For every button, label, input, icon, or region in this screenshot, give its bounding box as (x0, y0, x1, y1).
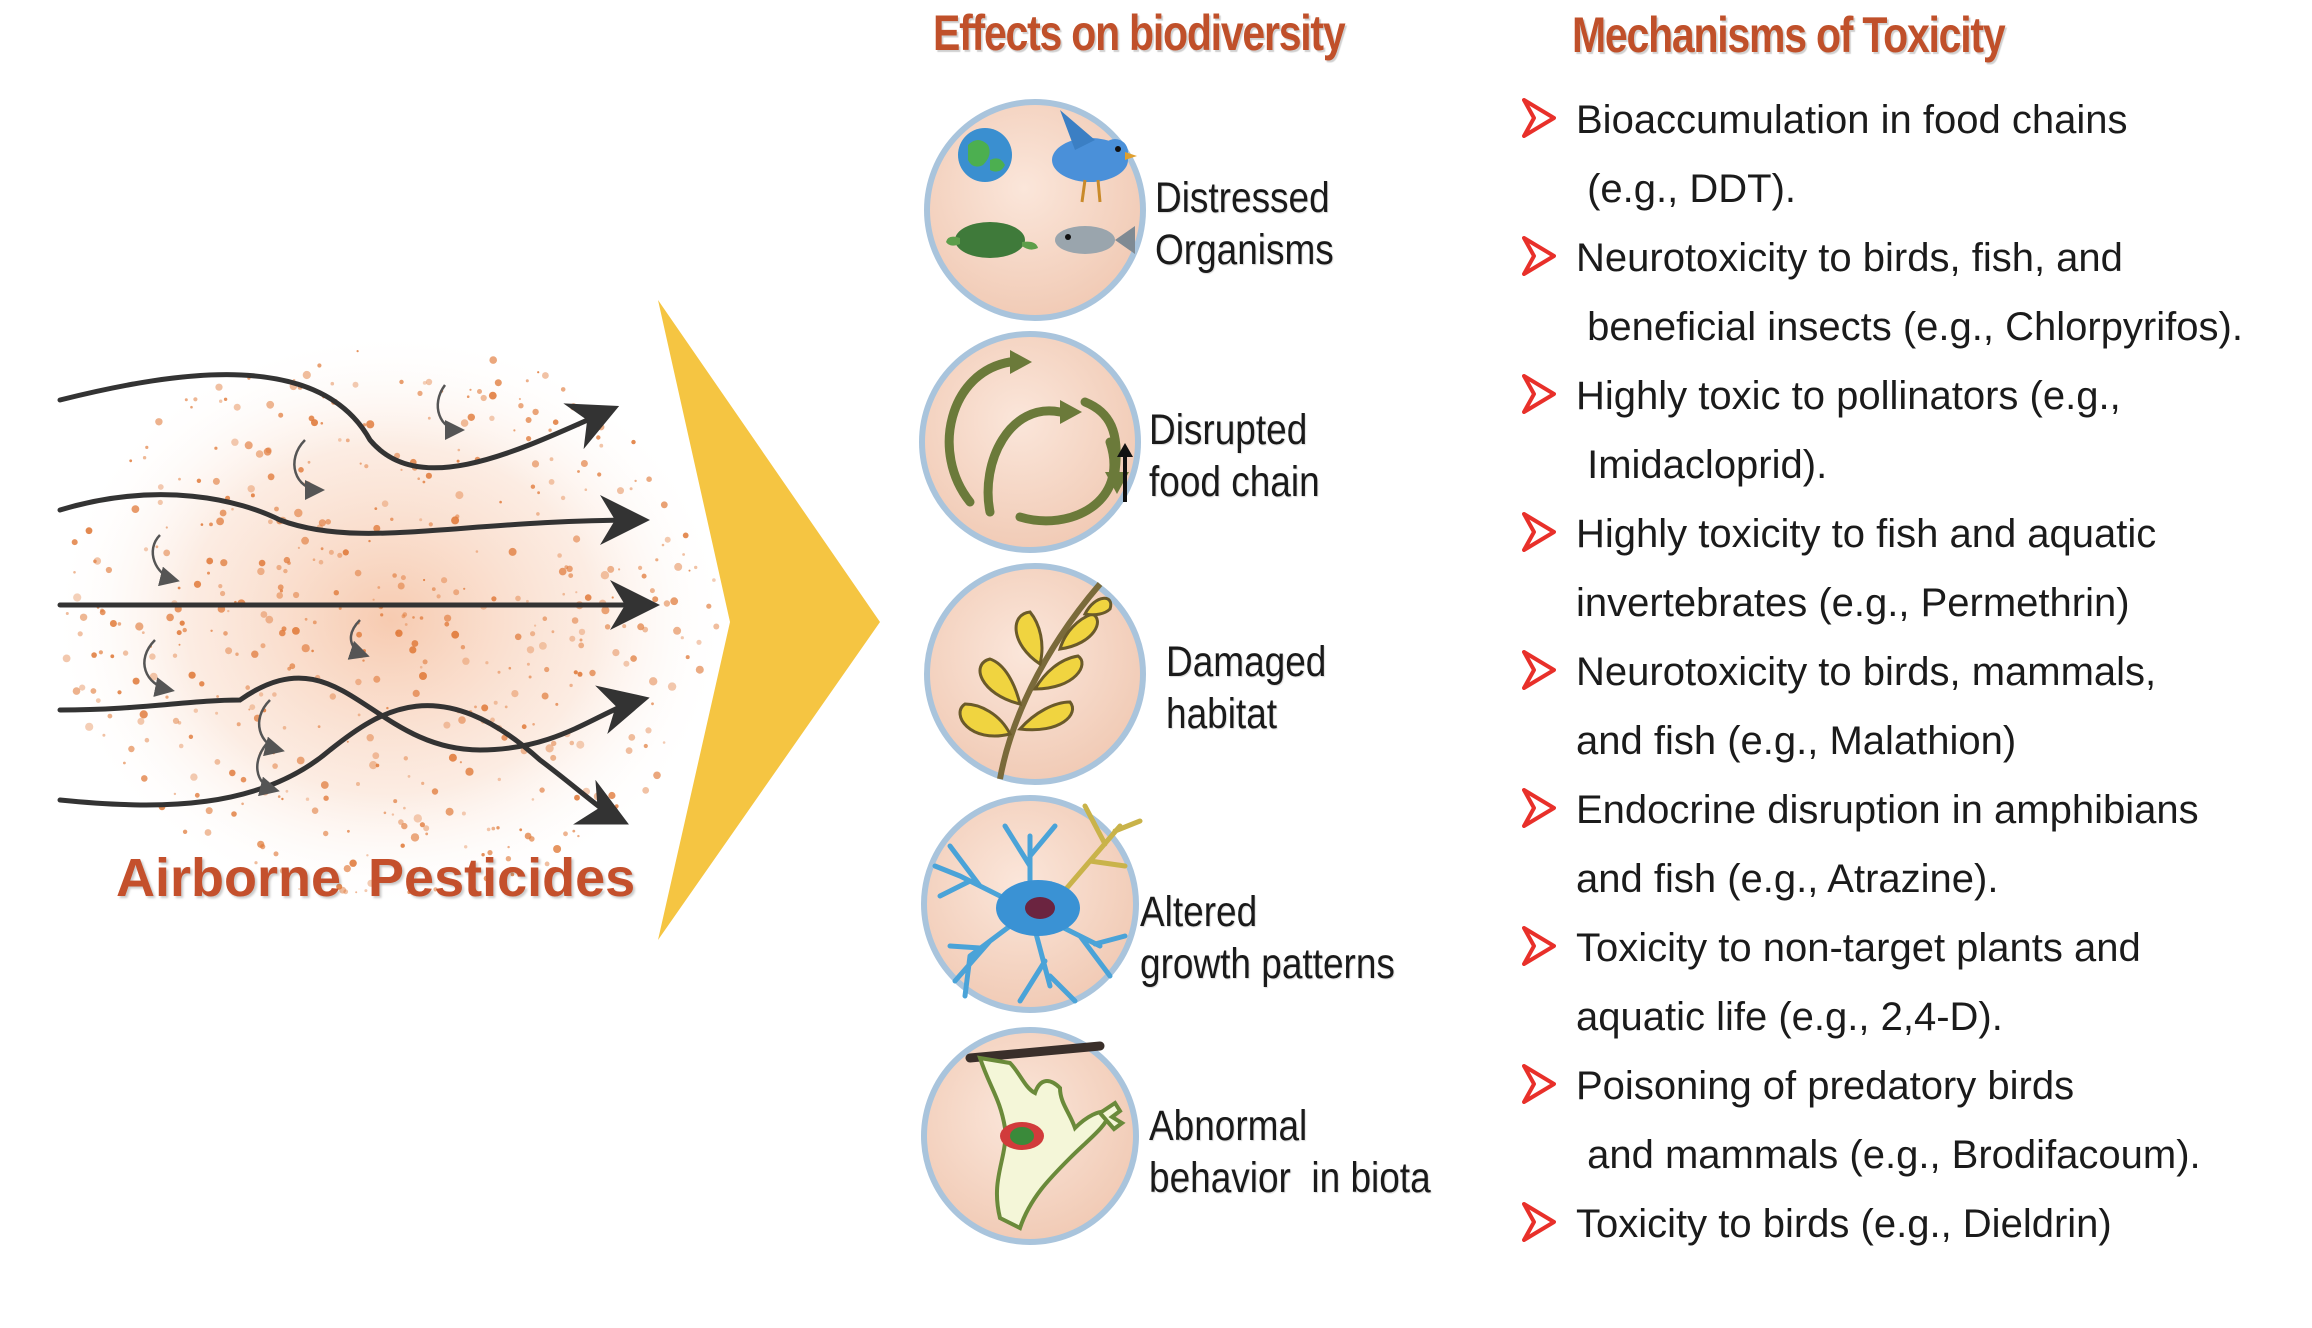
mechanism-item: Neurotoxicity to birds, fish, and benefi… (1516, 224, 2306, 362)
pesticide-cloud-graphic (50, 330, 730, 910)
mechanism-line: and fish (e.g., Malathion) (1576, 719, 2017, 763)
mechanism-line: invertebrates (e.g., Permethrin) (1576, 581, 2130, 625)
wind-flow-arrows (57, 372, 660, 825)
mechanism-item: Toxicity to birds (e.g., Dieldrin) (1516, 1190, 2306, 1328)
mechanism-item: Highly toxicity to fish and aquatic inver… (1516, 500, 2306, 638)
effects-icon-column (919, 99, 1146, 1245)
mechanism-line: Bioaccumulation in food chains (1576, 98, 2128, 142)
mechanism-text: Toxicity to non-target plants and aquatic… (1576, 914, 2141, 1052)
effects-heading: Effects on biodiversity (933, 5, 1346, 61)
mechanism-item: Toxicity to non-target plants and aquatic… (1516, 914, 2306, 1052)
mechanisms-heading: Mechanisms of Toxicity (1572, 7, 2006, 63)
bullet-arrow-icon (1522, 650, 1556, 690)
neuron-cell-icon (921, 795, 1143, 1013)
mechanism-line: Neurotoxicity to birds, fish, and (1576, 236, 2123, 280)
mechanism-item: Poisoning of predatory birds and mammals… (1516, 1052, 2306, 1190)
mechanism-line: and mammals (e.g., Brodifacoum). (1576, 1133, 2201, 1177)
pesticide-biodiversity-diagram: Airborne Pesticides Effects on biodivers… (50, 5, 2243, 1246)
bullet-arrow-icon (1522, 788, 1556, 828)
mechanism-item: Highly toxic to pollinators (e.g., Imida… (1516, 362, 2306, 500)
mechanisms-list: Bioaccumulation in food chains (e.g., DD… (1516, 86, 2306, 1328)
mechanism-line: Imidacloprid). (1576, 443, 1828, 487)
organisms-icon (924, 99, 1146, 321)
mechanism-line: Toxicity to birds (e.g., Dieldrin) (1576, 1202, 2112, 1246)
mechanism-line: Highly toxic to pollinators (e.g., (1576, 374, 2121, 418)
mechanism-text: Endocrine disruption in amphibians and fi… (1576, 776, 2199, 914)
mechanism-text: Highly toxicity to fish and aquatic inver… (1576, 500, 2156, 638)
mechanism-line: Neurotoxicity to birds, mammals, (1576, 650, 2157, 694)
mechanism-line: beneficial insects (e.g., Chlorpyrifos). (1576, 305, 2243, 349)
mechanism-text: Poisoning of predatory birds and mammals… (1576, 1052, 2201, 1190)
airborne-pesticides-label: Airborne Pesticides (116, 848, 636, 908)
bullet-arrow-icon (1522, 926, 1556, 966)
mechanism-text: Toxicity to birds (e.g., Dieldrin) (1576, 1190, 2112, 1259)
mechanism-item: Endocrine disruption in amphibians and fi… (1516, 776, 2306, 914)
bullet-arrow-icon (1522, 512, 1556, 552)
mechanism-text: Highly toxic to pollinators (e.g., Imida… (1576, 362, 2121, 500)
mechanism-text: Neurotoxicity to birds, fish, and benefi… (1576, 224, 2243, 362)
bullet-arrow-icon (1522, 374, 1556, 414)
mechanism-line: aquatic life (e.g., 2,4-D). (1576, 995, 2003, 1039)
impact-funnel-triangle (658, 300, 880, 940)
turbulence-swirls (143, 384, 465, 797)
mechanism-item: Bioaccumulation in food chains (e.g., DD… (1516, 86, 2306, 224)
frog-icon (921, 1027, 1139, 1245)
bullet-arrow-icon (1522, 98, 1556, 138)
mechanism-line: (e.g., DDT). (1576, 167, 1797, 211)
mechanism-line: and fish (e.g., Atrazine). (1576, 857, 1999, 901)
bullet-arrow-icon (1522, 1064, 1556, 1104)
damaged-plant-icon (924, 563, 1146, 785)
bullet-arrow-icon (1522, 236, 1556, 276)
mechanism-item: Neurotoxicity to birds, mammals, and fish… (1516, 638, 2306, 776)
mechanism-line: Toxicity to non-target plants and (1576, 926, 2141, 970)
mechanism-line: Endocrine disruption in amphibians (1576, 788, 2199, 832)
food-chain-cycle-icon (919, 331, 1141, 553)
mechanism-text: Bioaccumulation in food chains (e.g., DD… (1576, 86, 2127, 224)
mechanism-text: Neurotoxicity to birds, mammals, and fish… (1576, 638, 2156, 776)
mechanism-line: Highly toxicity to fish and aquatic (1576, 512, 2157, 556)
mechanism-line: Poisoning of predatory birds (1576, 1064, 2075, 1108)
bullet-arrow-icon (1522, 1202, 1556, 1242)
